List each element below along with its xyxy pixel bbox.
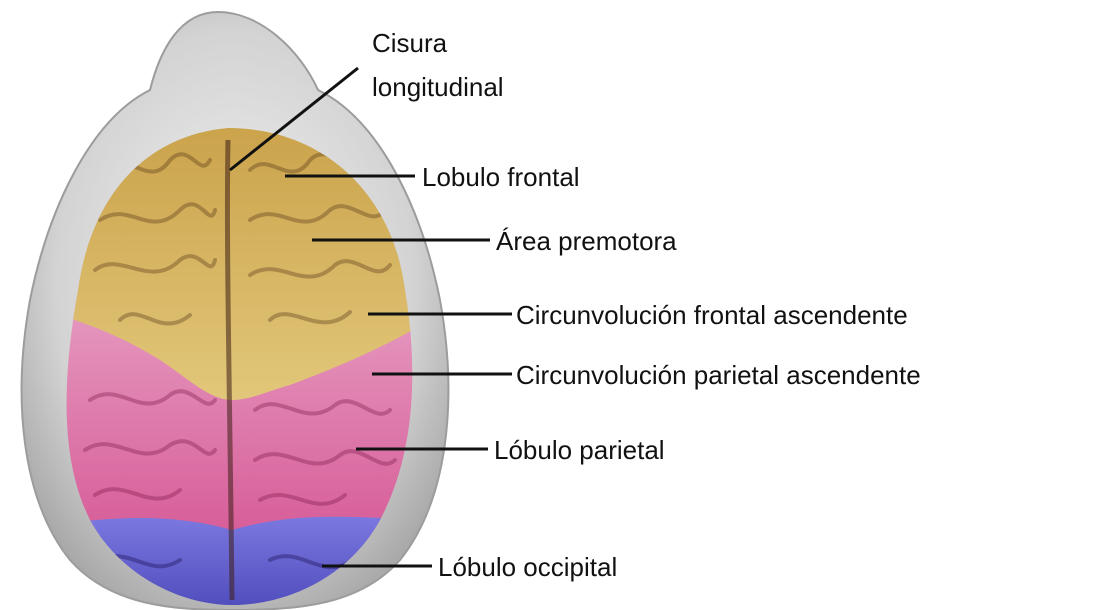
labels: Cisura longitudinal Lobulo frontal Área … [372,28,921,582]
label-occipital: Lóbulo occipital [438,552,617,582]
label-premotor: Área premotora [496,226,677,256]
label-longitudinal-line1: Cisura [372,28,448,58]
label-precentral: Circunvolución frontal ascendente [516,300,908,330]
label-longitudinal-line2: longitudinal [372,72,504,102]
label-frontal: Lobulo frontal [422,162,580,192]
label-parietal: Lóbulo parietal [494,435,665,465]
label-postcentral: Circunvolución parietal ascendente [516,360,921,390]
label-longitudinal: Cisura longitudinal [372,28,504,102]
